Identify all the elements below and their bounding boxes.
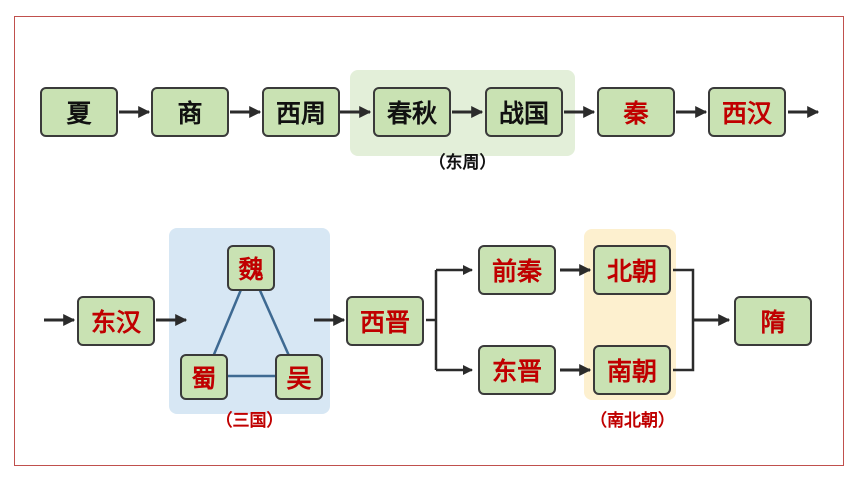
- node-xihan: 西汉: [708, 87, 786, 137]
- node-xia: 夏: [40, 87, 118, 137]
- node-qin: 秦: [597, 87, 675, 137]
- node-xizhou: 西周: [262, 87, 340, 137]
- node-sui: 隋: [734, 296, 812, 346]
- branch-xijin: [426, 270, 438, 370]
- node-chunqiu: 春秋: [373, 87, 451, 137]
- diagram-frame: [14, 16, 844, 466]
- node-shu: 蜀: [180, 354, 228, 400]
- node-wei: 魏: [227, 245, 275, 291]
- node-shang: 商: [151, 87, 229, 137]
- node-dongjin: 东晋: [478, 345, 556, 395]
- node-beichao: 北朝: [593, 245, 671, 295]
- node-zhanguo: 战国: [485, 87, 563, 137]
- node-nanchao: 南朝: [593, 345, 671, 395]
- node-xijin: 西晋: [346, 296, 424, 346]
- node-donghan: 东汉: [77, 296, 155, 346]
- caption-sanguo: （三国）: [215, 411, 284, 431]
- merge-to-sui: [673, 268, 695, 372]
- caption-nanbeichao: （南北朝）: [590, 411, 675, 431]
- node-qianqin: 前秦: [478, 245, 556, 295]
- node-wu: 吴: [275, 354, 323, 400]
- caption-dongzhou: （东周）: [428, 153, 497, 173]
